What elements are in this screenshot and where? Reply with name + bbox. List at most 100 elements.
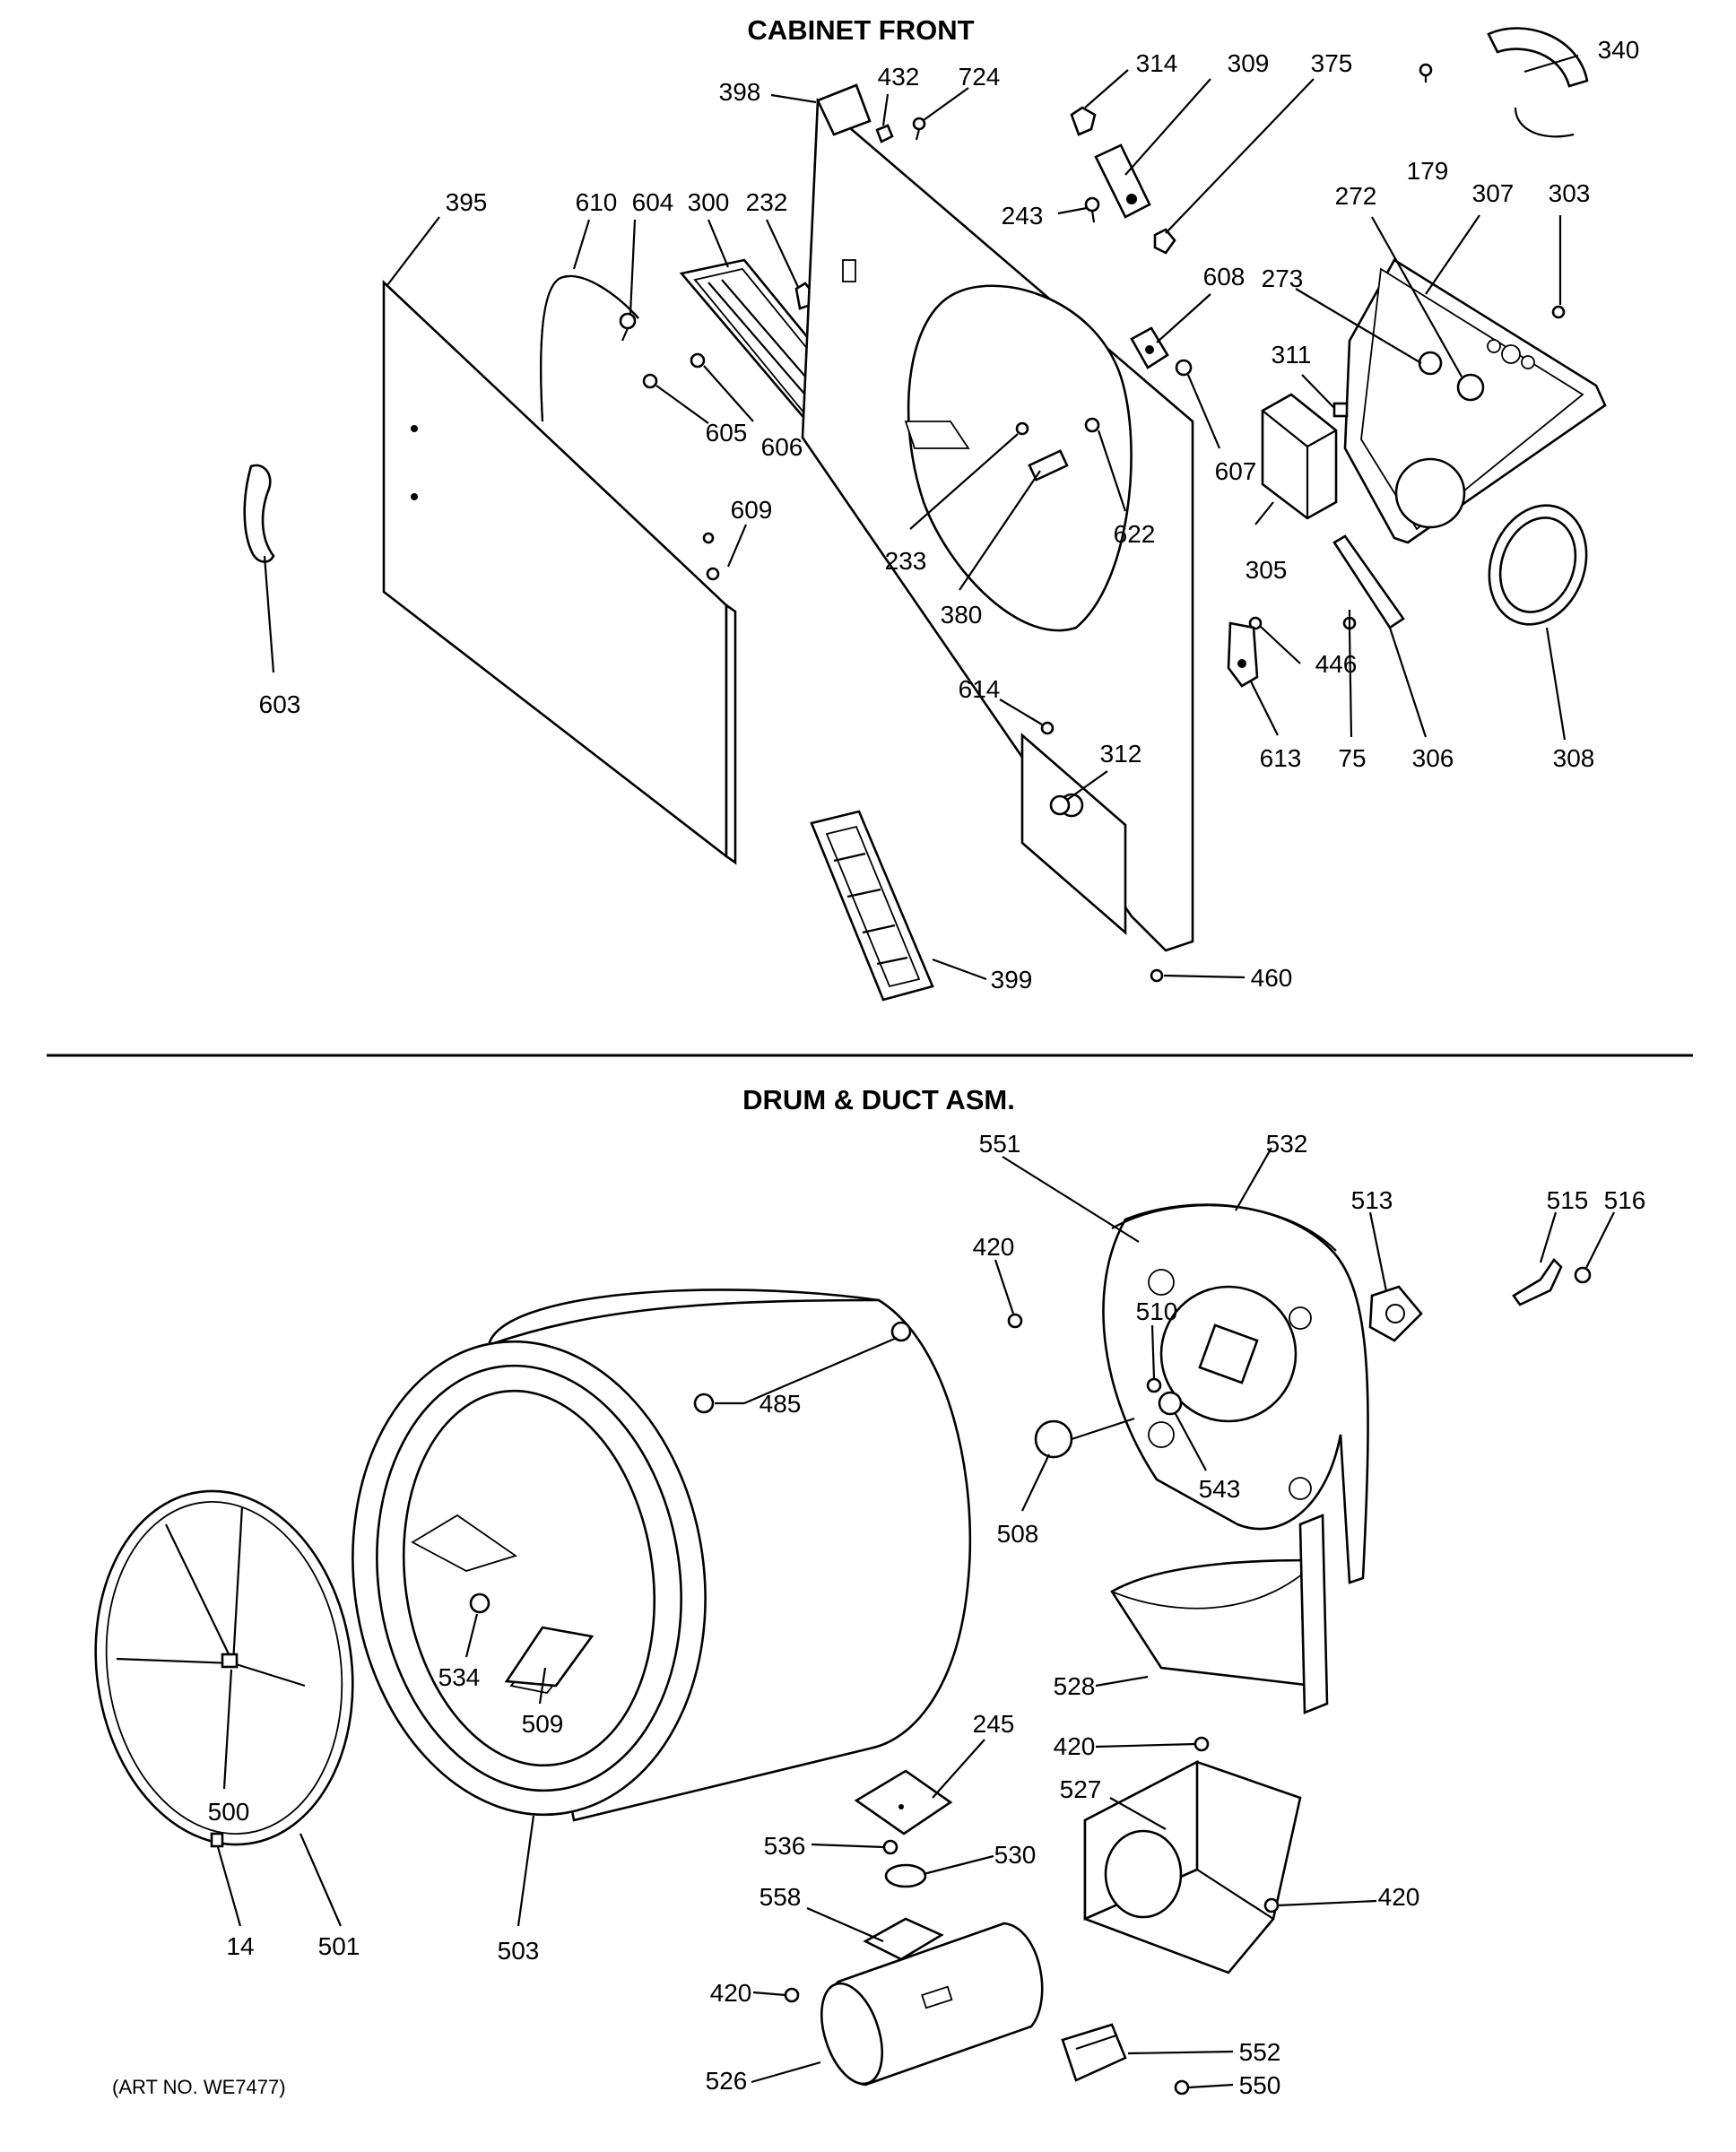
callout-515: 515 <box>1547 1186 1589 1214</box>
callout-508: 508 <box>997 1520 1039 1548</box>
part-307-housing <box>1343 258 1607 544</box>
part-527-heater-duct <box>1083 1759 1302 1974</box>
callout-314: 314 <box>1136 49 1178 77</box>
part-314-switch <box>1070 106 1097 136</box>
callout-309: 309 <box>1228 49 1270 77</box>
callout-420-c: 420 <box>1378 1883 1420 1911</box>
callout-179: 179 <box>1407 157 1449 185</box>
drum-duct-title: DRUM & DUCT ASM. <box>742 1084 1015 1115</box>
part-340-control-bar <box>1487 27 1589 138</box>
callout-243: 243 <box>1002 202 1044 230</box>
part-500-baffle <box>116 1506 306 1688</box>
part-432-nut <box>875 124 894 143</box>
part-536-screw <box>882 1839 898 1855</box>
callout-724: 724 <box>959 63 1001 91</box>
part-606-screw <box>690 352 706 369</box>
callout-306: 306 <box>1412 744 1454 772</box>
callout-543: 543 <box>1199 1475 1241 1503</box>
part-309-latch <box>1094 143 1151 219</box>
part-614-screw <box>1040 721 1055 735</box>
part-306-bracket <box>1332 534 1405 629</box>
callout-509: 509 <box>522 1710 564 1738</box>
callout-460: 460 <box>1251 964 1293 992</box>
callout-375: 375 <box>1311 49 1353 77</box>
callout-420-d: 420 <box>710 1979 752 2007</box>
callout-550: 550 <box>1239 2071 1281 2099</box>
callout-272: 272 <box>1335 182 1377 210</box>
part-179-screw <box>1419 63 1433 77</box>
callout-516: 516 <box>1604 1186 1646 1214</box>
callout-532: 532 <box>1266 1130 1308 1158</box>
part-510-screw <box>1146 1377 1162 1393</box>
part-724-screw <box>912 117 926 141</box>
callout-399: 399 <box>991 966 1033 994</box>
callout-558: 558 <box>760 1883 802 1911</box>
part-605-washer <box>642 373 658 389</box>
callout-446: 446 <box>1315 650 1358 678</box>
callout-14: 14 <box>226 1932 254 1960</box>
callout-307: 307 <box>1472 179 1515 207</box>
part-75-screw <box>1342 610 1357 630</box>
callout-610: 610 <box>576 188 618 216</box>
part-420-screw-d <box>784 1987 800 2003</box>
callout-labels: 395 610 604 300 232 398 432 724 314 309 … <box>208 36 1646 2099</box>
callout-75: 75 <box>1338 744 1366 772</box>
part-603-handle <box>243 464 275 563</box>
callout-527: 527 <box>1060 1775 1102 1803</box>
part-272-thermostat <box>1456 373 1485 402</box>
part-622-screw <box>1084 417 1100 433</box>
cabinet-front-title: CABINET FRONT <box>747 14 974 46</box>
part-530-thermostat <box>884 1863 927 1888</box>
part-245-insulation <box>854 1769 953 1835</box>
callout-420-b: 420 <box>1054 1732 1096 1760</box>
part-303-screw <box>1551 305 1566 319</box>
callout-232: 232 <box>746 188 788 216</box>
callout-340: 340 <box>1598 36 1640 64</box>
part-420-screw-b <box>1194 1736 1210 1752</box>
part-14-clip <box>210 1832 224 1848</box>
part-608-bracket <box>1130 326 1169 369</box>
callout-305: 305 <box>1246 556 1288 584</box>
part-305-box <box>1261 393 1338 520</box>
part-515-bracket <box>1512 1257 1563 1306</box>
part-399-grille <box>810 810 934 1002</box>
callout-607: 607 <box>1215 457 1257 485</box>
part-534-screw <box>469 1592 490 1614</box>
callout-622: 622 <box>1114 520 1156 548</box>
callout-526: 526 <box>706 2067 748 2095</box>
part-243-screw <box>1084 196 1100 223</box>
part-398-cabinet-front <box>801 83 1194 952</box>
callout-273: 273 <box>1262 265 1304 292</box>
part-508-wheel <box>1034 1417 1135 1459</box>
callout-380: 380 <box>941 601 983 629</box>
art-number: (ART NO. WE7477) <box>112 2076 286 2098</box>
callout-606: 606 <box>761 433 803 461</box>
callout-510: 510 <box>1136 1297 1178 1325</box>
callout-395: 395 <box>446 188 488 216</box>
callout-536: 536 <box>764 1832 806 1860</box>
part-532-housing <box>1102 1203 1369 1584</box>
callout-552: 552 <box>1239 2038 1281 2066</box>
callout-551: 551 <box>979 1130 1021 1158</box>
part-460-screw <box>1150 968 1164 983</box>
part-311-clip <box>1332 402 1349 418</box>
callout-604: 604 <box>632 188 674 216</box>
callout-605: 605 <box>706 419 748 447</box>
part-509-baffle <box>504 1626 595 1688</box>
part-420-screw-a <box>1007 1313 1023 1329</box>
part-607-washer <box>1175 359 1193 377</box>
callout-308: 308 <box>1553 744 1595 772</box>
callout-398: 398 <box>719 78 761 106</box>
part-308-seal <box>1488 504 1588 626</box>
callout-300: 300 <box>688 188 730 216</box>
callout-233: 233 <box>885 547 927 575</box>
part-420-screw-c <box>1263 1897 1280 1913</box>
part-604-screw <box>619 312 637 342</box>
part-552-terminal <box>1061 2023 1127 2082</box>
part-610-wire <box>540 275 639 422</box>
callout-614: 614 <box>959 675 1001 703</box>
callout-534: 534 <box>438 1663 481 1691</box>
callout-245: 245 <box>973 1710 1015 1738</box>
callout-311: 311 <box>1272 341 1312 369</box>
